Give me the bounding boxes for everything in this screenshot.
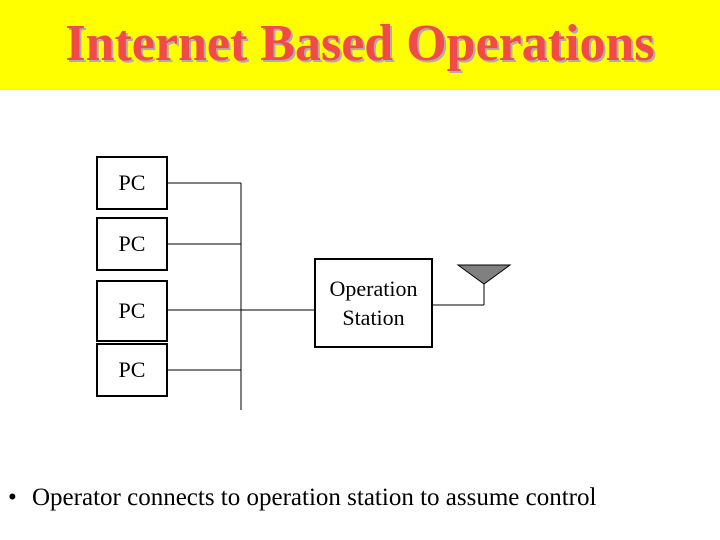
operation-station-box: Operation Station bbox=[314, 258, 433, 348]
title-banner: Internet Based Operations bbox=[0, 0, 720, 90]
pc-box-3: PC bbox=[96, 280, 168, 342]
slide-title: Internet Based Operations bbox=[65, 15, 655, 72]
bullet-text: Operator connects to operation station t… bbox=[32, 484, 597, 511]
pc-label-3: PC bbox=[118, 298, 146, 323]
pc-box-2: PC bbox=[96, 217, 168, 271]
station-label-line-2: Station bbox=[342, 305, 405, 330]
pc-box-4: PC bbox=[96, 343, 168, 397]
pc-label-4: PC bbox=[118, 357, 146, 382]
bullet-symbol: • bbox=[8, 484, 17, 511]
antenna-icon bbox=[456, 264, 512, 285]
bullet-point: • Operator connects to operation station … bbox=[8, 480, 708, 516]
station-label-line-1: Operation bbox=[329, 276, 418, 301]
pc-box-1: PC bbox=[96, 156, 168, 210]
pc-label-1: PC bbox=[118, 170, 146, 195]
pc-label-2: PC bbox=[118, 231, 146, 256]
